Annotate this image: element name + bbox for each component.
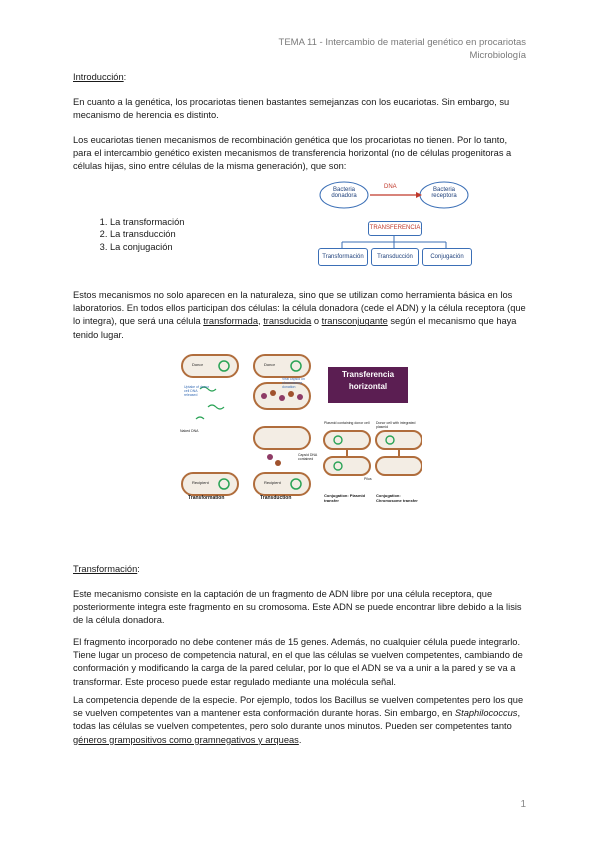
intro-paragraph-1: En cuanto a la genética, los procariotas…: [73, 97, 510, 121]
horizontal-transfer-figure: Transferencia horizontal Donor Donor Upt…: [178, 349, 422, 511]
list-item: La transducción: [110, 228, 184, 240]
donor-label: Bacteria donadora: [331, 187, 357, 199]
mechanism-list: La transformación La transducción La con…: [88, 216, 184, 253]
transfer-box: TRANSFERENCIA: [368, 221, 422, 236]
conjugation-plasmid-caption: Conjugation: Plasmid transfer: [324, 493, 366, 503]
donor-label-2: Donor: [264, 362, 275, 367]
branch-transformation: Transformación: [318, 248, 368, 266]
section-heading-intro: Introducción:: [73, 72, 127, 82]
pilus-label: Pilus: [364, 477, 372, 481]
recipient-label: Bacteria receptora: [431, 187, 457, 199]
term-transformada: transformada: [203, 316, 259, 327]
header-title: TEMA 11 - Intercambio de material genéti…: [278, 37, 526, 48]
figure-illustration: [181, 354, 422, 496]
capsid-label: Capsid DNA contained: [298, 453, 318, 461]
header-subject: Microbiología: [469, 50, 527, 61]
diagram-lines: [319, 181, 469, 248]
branch-conjugation: Conjugación: [422, 248, 472, 266]
page-number: 1: [520, 799, 526, 810]
uptake-label: Uptake of donor cell DNA released: [184, 385, 209, 397]
term-transducida: transducida: [263, 316, 312, 327]
intro-paragraph-3: Estos mecanismos no solo aparecen en la …: [73, 290, 526, 340]
viral-label: Viral capsid on chromosome donation: [282, 377, 305, 389]
plasmid-label: Plasmid containing donor cell: [324, 421, 370, 425]
dna-label: DNA: [384, 184, 397, 190]
transduction-caption: Transduction: [260, 495, 292, 501]
figure-title: Transferencia horizontal: [341, 370, 395, 391]
genus-italic: Staphilococcus: [454, 708, 518, 719]
term-transconjugante: transconjugante: [321, 316, 388, 327]
recipient-label-2: Recipient: [264, 480, 281, 485]
intro-paragraph-2: Los eucariotas tienen mecanismos de reco…: [73, 135, 512, 172]
transformacion-paragraph-3: La competencia depende de la especie. Po…: [73, 695, 524, 745]
list-item: La transformación: [110, 216, 184, 228]
naked-dna-label: Naked DNA: [180, 429, 199, 433]
integrated-label: Donor cell with integrated plasmid: [376, 421, 416, 429]
conjugation-chromosome-caption: Conjugation: Chromosome transfer: [376, 493, 418, 503]
transformacion-paragraph-1: Este mecanismo consiste en la captación …: [73, 589, 522, 626]
transformation-caption: Transformation: [188, 495, 225, 501]
list-item: La conjugación: [110, 241, 184, 253]
page-header: TEMA 11 - Intercambio de material genéti…: [279, 36, 526, 62]
donor-label-1: Donor: [192, 362, 203, 367]
section-heading-transformacion: Transformación:: [73, 564, 140, 574]
transfer-diagram: Bacteria donadora DNA Bacteria receptora…: [318, 176, 472, 270]
branch-transduction: Transducción: [371, 248, 419, 266]
term-gram-groups: géneros grampositivos como gramnegativos…: [73, 734, 299, 745]
recipient-label-1: Recipient: [192, 480, 209, 485]
transformacion-paragraph-2: El fragmento incorporado no debe contene…: [73, 637, 523, 687]
